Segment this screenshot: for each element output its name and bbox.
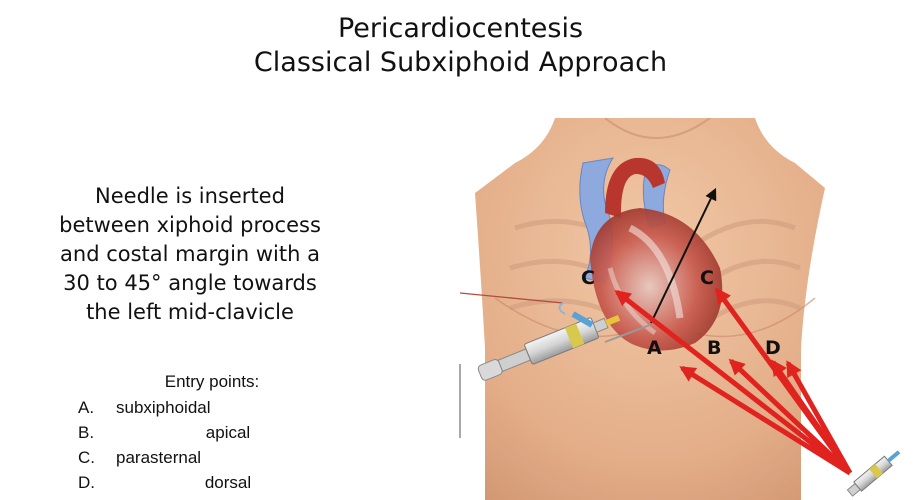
label-c-left: C [581,267,595,289]
entry-point-label: parasternal [116,448,201,468]
description-line: the left mid-clavicle [0,298,380,327]
entry-point-label: dorsal [108,473,348,493]
anatomy-svg: C C A B D [455,118,921,500]
description-line: and costal margin with a [0,240,380,269]
entry-point-item: D. dorsal [78,473,338,495]
entry-point-key: D. [78,473,95,493]
description-line: between xiphoid process [0,211,380,240]
entry-point-item: C. parasternal [78,448,338,470]
entry-point-label: apical [108,423,348,443]
entry-point-key: C. [78,448,95,468]
anatomy-illustration: C C A B D [455,118,921,500]
description-line: 30 to 45° angle towards [0,269,380,298]
description-line: Needle is inserted [0,182,380,211]
label-c-right: C [700,267,714,289]
procedure-description: Needle is inserted between xiphoid proce… [0,182,380,327]
page-subtitle: Classical Subxiphoid Approach [0,46,921,80]
entry-point-item: A. subxiphoidal [78,398,338,420]
label-d: D [765,337,781,359]
label-a: A [647,337,662,359]
entry-point-key: A. [78,398,94,418]
entry-point-key: B. [78,423,94,443]
entry-point-label: subxiphoidal [116,398,211,418]
label-b: B [707,337,721,359]
page-title: Pericardiocentesis [0,12,921,46]
bottom-syringe [846,447,903,497]
entry-points-heading: Entry points: [112,372,312,392]
entry-point-item: B. apical [78,423,338,445]
